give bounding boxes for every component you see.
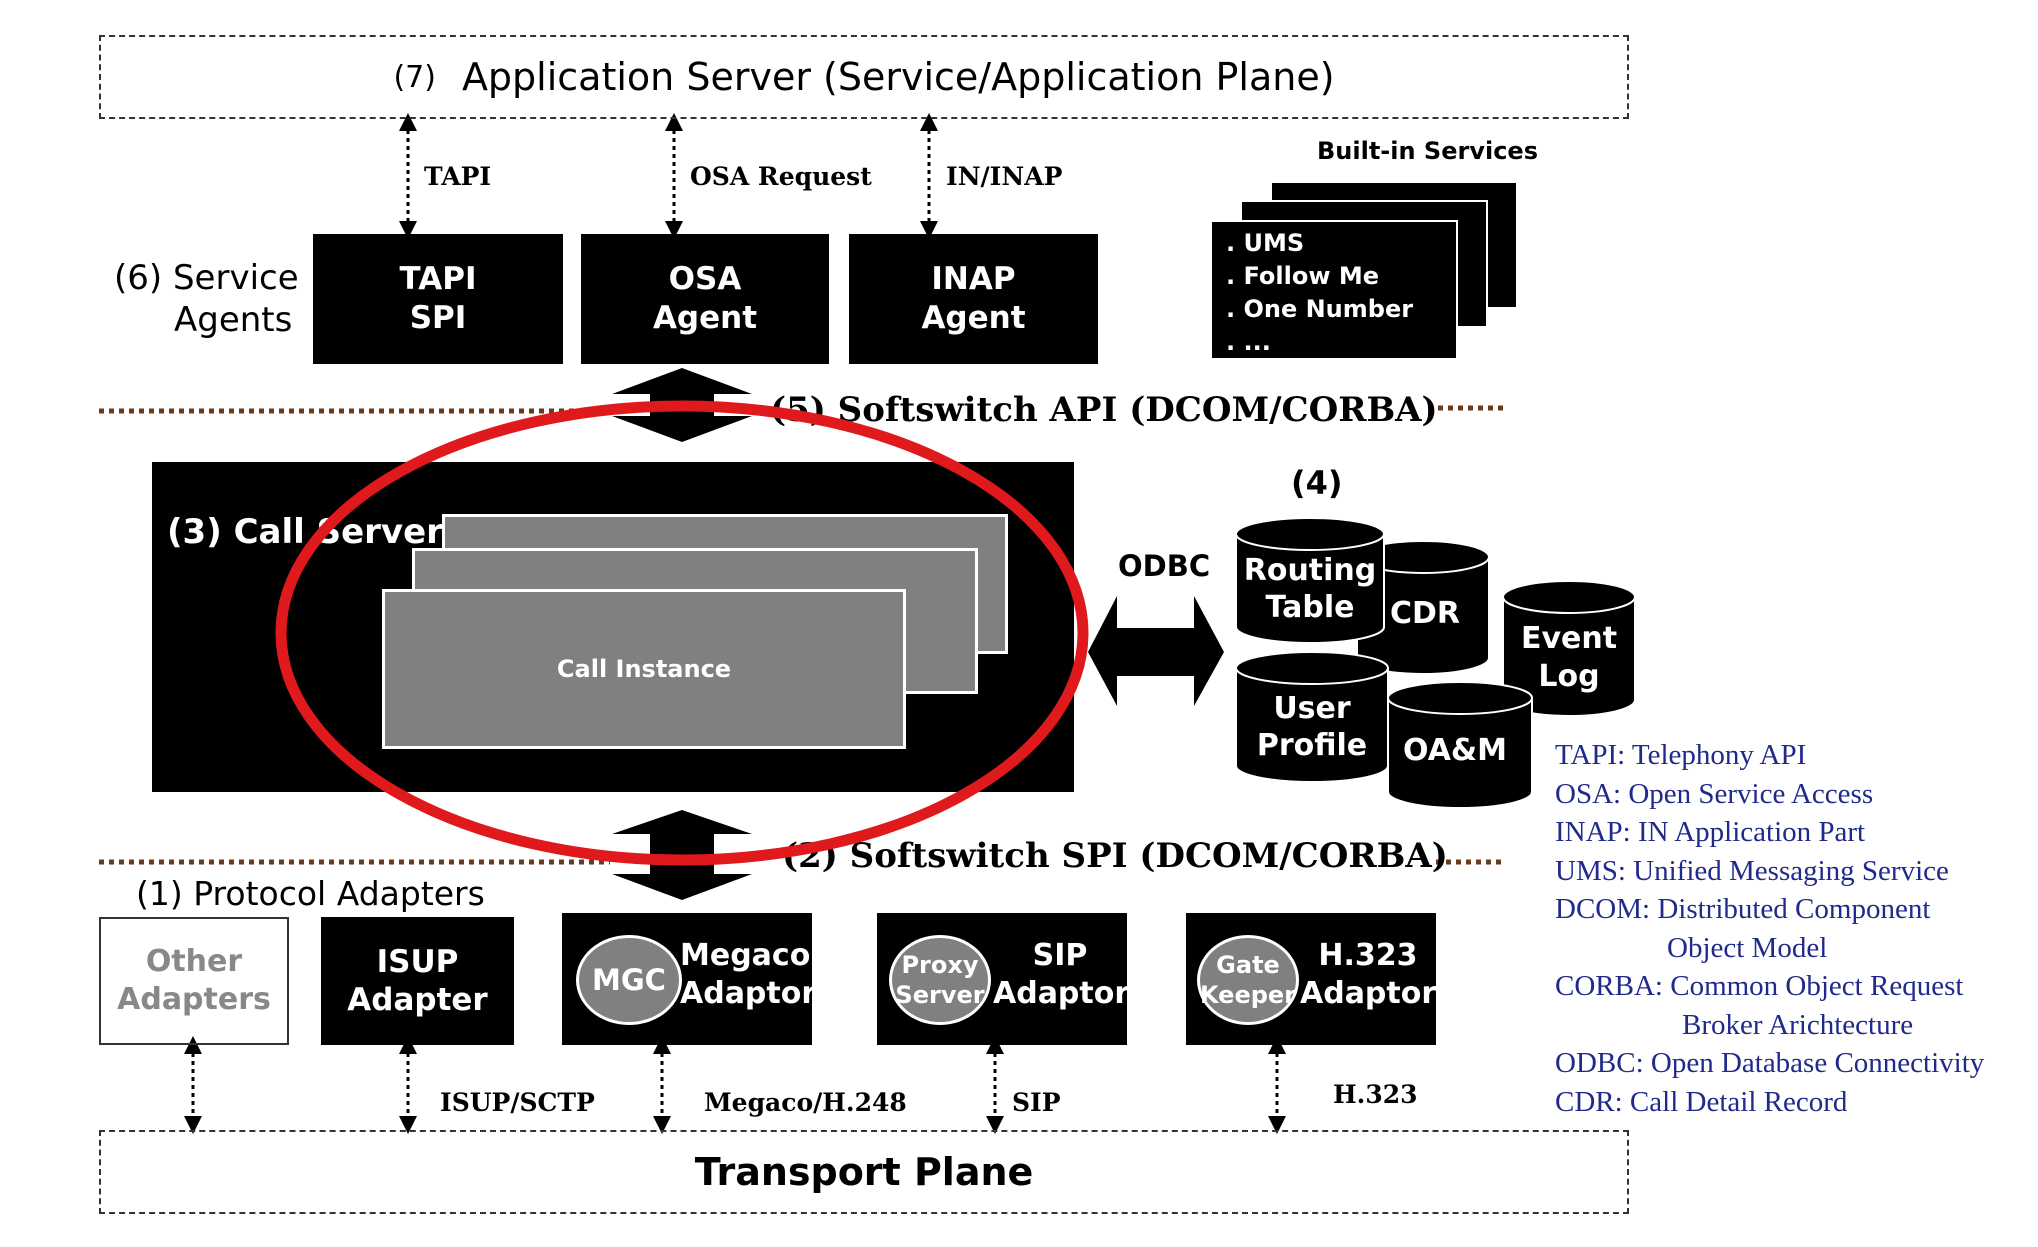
service-agents-label-2: Agents <box>174 300 293 340</box>
other-adapters-box: Other Adapters <box>99 917 289 1045</box>
user-profile-line2: Profile <box>1256 728 1368 763</box>
routing-table-cylinder <box>1235 533 1385 644</box>
proxy-server-badge: Proxy Server <box>889 935 991 1025</box>
in-inap-label: IN/INAP <box>946 162 1063 191</box>
transport-plane-box: Transport Plane <box>99 1130 1629 1214</box>
legend-inap: INAP: IN Application Part <box>1555 816 1866 848</box>
builtin-item-ums: . UMS <box>1226 229 1305 257</box>
softswitch-spi-label: (2) Softswitch SPI (DCOM/CORBA) <box>782 836 1448 876</box>
legend-corba: CORBA: Common Object Request <box>1555 970 1964 1002</box>
odbc-double-arrow <box>1088 596 1224 706</box>
megaco-adaptor-line1: Megaco <box>680 938 811 973</box>
databases-num: (4) <box>1291 464 1343 502</box>
routing-table-line1: Routing <box>1243 553 1377 588</box>
builtin-services-title: Built-in Services <box>1317 137 1538 165</box>
legend-dcom-cont: Object Model <box>1667 931 1828 964</box>
proxy-server-line2: Server <box>895 981 985 1009</box>
application-server-box: (7) Application Server (Service/Applicat… <box>99 35 1629 119</box>
inap-agent-line1: INAP <box>931 261 1016 298</box>
call-server-label: (3) Call Server <box>167 512 443 552</box>
user-profile-label: User Profile <box>1236 690 1388 764</box>
call-instance-label: Call Instance <box>556 655 732 683</box>
h323-adaptor-line2: Adaptor <box>1300 976 1437 1011</box>
megaco-adaptor-box: MGC Megaco Adaptor <box>562 913 817 1045</box>
legend-odbc: ODBC: Open Database Connectivity <box>1555 1047 1985 1079</box>
h323-label: H.323 <box>1333 1080 1418 1109</box>
abbreviation-legend: TAPI: Telephony API OSA: Open Service Ac… <box>1555 736 1984 1121</box>
h323-adaptor-line1: H.323 <box>1318 938 1418 973</box>
isup-adapter-line1: ISUP <box>376 944 459 980</box>
user-profile-line1: User <box>1273 691 1351 726</box>
sip-adaptor-box: Proxy Server SIP Adaptor <box>877 913 1130 1045</box>
tapi-spi-box: TAPI SPI <box>313 234 563 364</box>
tapi-spi-line1: TAPI <box>399 261 477 298</box>
routing-table-label: Routing Table <box>1236 552 1384 626</box>
oam-label: OA&M <box>1403 733 1507 768</box>
protocol-adapters-label: (1) Protocol Adapters <box>136 874 485 913</box>
osa-agent-box: OSA Agent <box>581 234 829 364</box>
sip-label: SIP <box>1012 1088 1061 1117</box>
builtin-item-follow-me: . Follow Me <box>1226 262 1380 290</box>
call-instance-card: Call Instance <box>382 589 906 749</box>
builtin-item-more: . ... <box>1226 328 1271 356</box>
sip-adaptor-text: SIP Adaptor <box>993 937 1130 1013</box>
tapi-label: TAPI <box>424 162 492 191</box>
gatekeeper-line2: Keeper <box>1199 981 1297 1009</box>
builtin-item-one-number: . One Number <box>1226 295 1414 323</box>
legend-ums: UMS: Unified Messaging Service <box>1555 854 1949 887</box>
osa-agent-line1: OSA <box>668 261 742 298</box>
osa-agent-line2: Agent <box>652 300 758 336</box>
transport-plane-label: Transport Plane <box>694 1150 1034 1194</box>
other-adapters-line2: Adapters <box>117 982 271 1017</box>
service-agents-label-1: (6) Service <box>114 258 299 298</box>
gatekeeper-line1: Gate <box>1216 951 1280 979</box>
softswitch-api-label: (5) Softswitch API (DCOM/CORBA) <box>770 390 1438 430</box>
isup-adapter-box: ISUP Adapter <box>321 917 514 1045</box>
isup-adapter-line2: Adapter <box>347 982 488 1018</box>
legend-corba-cont: Broker Arichtecture <box>1682 1008 1914 1041</box>
megaco-adaptor-text: Megaco Adaptor <box>680 937 817 1013</box>
inap-agent-line2: Agent <box>921 300 1026 336</box>
event-log-line1: Event <box>1520 621 1618 656</box>
odbc-label: ODBC <box>1118 549 1211 583</box>
spi-double-arrow <box>612 810 752 900</box>
routing-table-line2: Table <box>1265 590 1355 625</box>
event-log-line2: Log <box>1538 659 1600 694</box>
h323-adaptor-box: Gate Keeper H.323 Adaptor <box>1186 913 1436 1045</box>
gatekeeper-badge: Gate Keeper <box>1197 935 1299 1025</box>
api-double-arrow <box>612 368 752 442</box>
megaco-h248-label: Megaco/H.248 <box>704 1088 907 1117</box>
application-server-title: Application Server (Service/Application … <box>461 55 1335 99</box>
legend-cdr: CDR: Call Detail Record <box>1555 1085 1848 1118</box>
legend-tapi: TAPI: Telephony API <box>1555 739 1807 771</box>
mgc-badge-label: MGC <box>592 963 666 997</box>
user-profile-cylinder <box>1235 667 1389 783</box>
legend-osa: OSA: Open Service Access <box>1555 777 1874 810</box>
isup-sctp-label: ISUP/SCTP <box>440 1088 595 1117</box>
sip-adaptor-line1: SIP <box>1032 938 1088 973</box>
builtin-services-card: . UMS . Follow Me . One Number . ... <box>1210 220 1458 360</box>
megaco-adaptor-line2: Adaptor <box>680 976 817 1011</box>
cdr-label: CDR <box>1390 596 1461 631</box>
other-adapters-line1: Other <box>145 944 243 979</box>
proxy-server-line1: Proxy <box>901 951 979 979</box>
legend-dcom: DCOM: Distributed Component <box>1555 893 1931 925</box>
inap-agent-box: INAP Agent <box>849 234 1098 364</box>
osa-request-label: OSA Request <box>690 162 872 191</box>
mgc-badge: MGC <box>576 935 682 1025</box>
event-log-label: Event Log <box>1503 620 1635 696</box>
h323-adaptor-text: H.323 Adaptor <box>1300 937 1436 1013</box>
tapi-spi-line2: SPI <box>409 300 467 336</box>
application-server-num: (7) <box>393 59 436 95</box>
sip-adaptor-line2: Adaptor <box>993 976 1130 1011</box>
database-cylinders <box>1235 517 1636 809</box>
oam-cylinder <box>1387 697 1533 809</box>
